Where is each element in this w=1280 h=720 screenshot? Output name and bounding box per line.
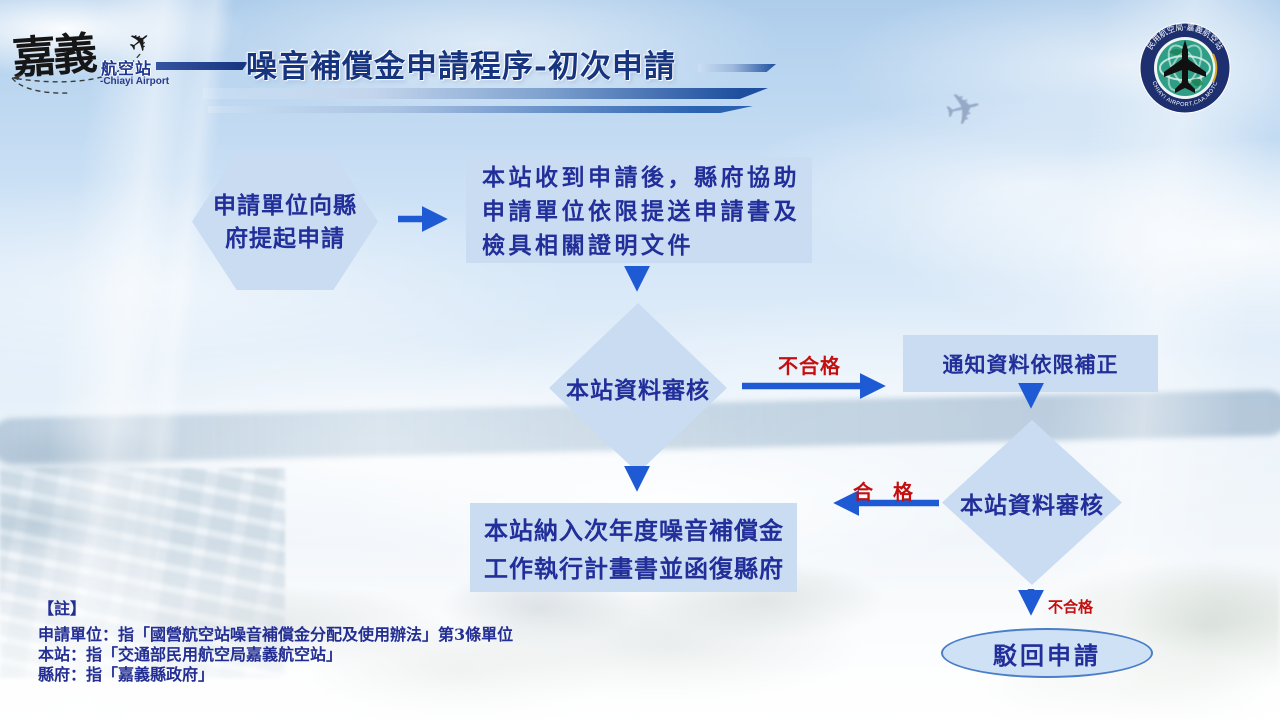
title-accent-line-right [698, 64, 776, 72]
airport-emblem: 民用航空局·嘉義航空站 CHIAYI AIRPORT,CAA,MOTC [1139, 22, 1231, 114]
emblem-orbit [1167, 44, 1203, 92]
flow-receive-line1: 本站收到申請後，縣府協助 [482, 163, 800, 191]
flight-path-dashed-icon [11, 53, 141, 94]
flow-start-line1: 申請單位向縣 [213, 191, 357, 219]
flow-receive-line2: 申請單位依限提送申請書及 [482, 197, 800, 225]
emblem-gold-arc [1212, 53, 1218, 83]
emblem-airplane-icon [1164, 40, 1206, 93]
flow-review1-label: 本站資料審核 [566, 377, 710, 404]
flow-reject-ellipse: 駁回申請 [941, 628, 1153, 678]
title-underline-thick [203, 88, 768, 99]
emblem-orbit [1167, 44, 1203, 92]
flow-notify-box: 通知資料依限補正 [903, 335, 1158, 392]
emblem-continent [1191, 78, 1203, 87]
flow-plan-box: 本站納入次年度噪音補償金 工作執行計畫書並函復縣府 [470, 503, 797, 592]
label-fail-1: 不合格 [778, 354, 841, 378]
flow-plan-line2: 工作執行計畫書並函復縣府 [484, 553, 784, 583]
label-pass: 合 格 [853, 480, 913, 504]
label-fail-2: 不合格 [1048, 598, 1094, 616]
flow-start-hexagon: 申請單位向縣 府提起申請 [192, 153, 378, 290]
flow-receive-line3: 檢具相關證明文件 [482, 231, 694, 259]
emblem-continent [1169, 49, 1183, 55]
flow-review2-label: 本站資料審核 [960, 491, 1104, 519]
flow-plan-line1: 本站納入次年度噪音補償金 [484, 515, 784, 545]
logo-subtitle: 航空站 [101, 59, 153, 78]
flow-reject-label: 駁回申請 [993, 640, 1101, 670]
flow-start-line2: 府提起申請 [225, 224, 345, 252]
footnotes: 【註】 申請單位：指「國營航空站噪音補償金分配及使用辦法」第3條單位 本站：指「… [38, 595, 513, 685]
logo-english-name: -Chiayi Airport [100, 76, 170, 87]
flow-notify-label: 通知資料依限補正 [942, 351, 1119, 377]
footnote-line: 申請單位：指「國營航空站噪音補償金分配及使用辦法」第3條單位 [38, 625, 514, 644]
flow-receive-box: 本站收到申請後，縣府協助 申請單位依限提送申請書及 檢具相關證明文件 [466, 157, 812, 263]
page-title: 噪音補償金申請程序-初次申請 [246, 49, 676, 85]
logo-accent-bar [156, 62, 248, 70]
footnote-line: 縣府：指「嘉義縣政府」 [38, 665, 215, 684]
footnote-line: 本站：指「交通部民用航空局嘉義航空站」 [38, 645, 343, 664]
footnote-header: 【註】 [38, 599, 87, 618]
title-underline-thin [208, 106, 753, 113]
